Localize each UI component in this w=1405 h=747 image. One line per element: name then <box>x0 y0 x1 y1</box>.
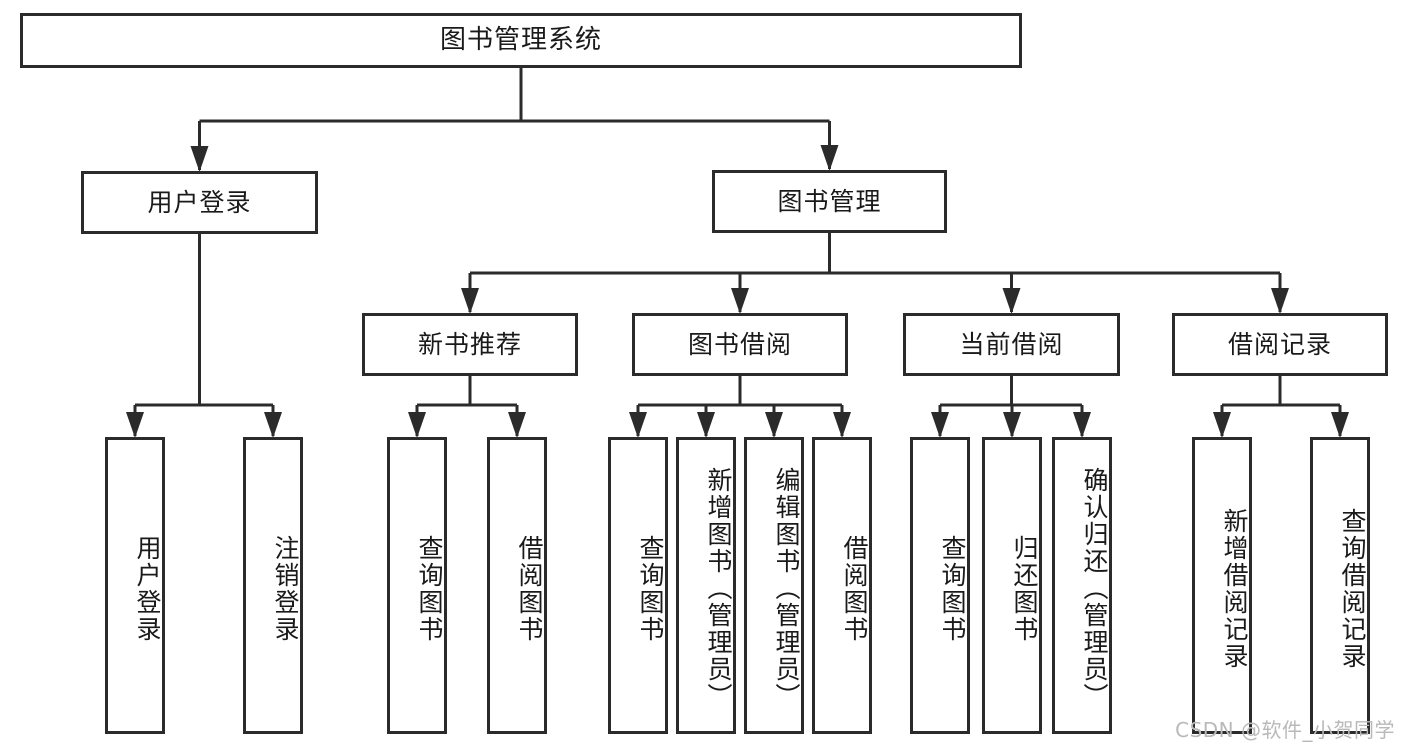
csdn-watermark: CSDN @软件_小贺同学 <box>1175 718 1395 742</box>
node-leaf-query-record[interactable]: 查询借阅记录 <box>1310 437 1370 734</box>
node-leaf-add-record[interactable]: 新增借阅记录 <box>1192 437 1252 734</box>
node-label: 借阅记录 <box>1227 329 1332 359</box>
node-leaf-query-book-3[interactable]: 查询图书 <box>910 437 970 734</box>
node-leaf-user-login[interactable]: 用户登录 <box>105 437 165 734</box>
node-label: 查询图书 <box>636 534 665 643</box>
node-user-login[interactable]: 用户登录 <box>81 171 318 234</box>
node-label: 查询借阅记录 <box>1338 507 1367 670</box>
node-new-book-rec[interactable]: 新书推荐 <box>362 313 578 376</box>
node-leaf-confirm-return[interactable]: 确认归还（管理员） <box>1052 437 1112 734</box>
node-root[interactable]: 图书管理系统 <box>20 13 1022 68</box>
node-label: 用户登录 <box>133 534 162 643</box>
node-leaf-return-book[interactable]: 归还图书 <box>982 437 1042 734</box>
node-label: 编辑图书（管理员） <box>772 467 801 710</box>
node-label: 新增借阅记录 <box>1220 507 1249 670</box>
node-label: 新增图书（管理员） <box>704 467 733 710</box>
node-leaf-logout[interactable]: 注销登录 <box>243 437 303 734</box>
node-label: 图书借阅 <box>687 329 792 359</box>
node-label: 确认归还（管理员） <box>1080 467 1109 710</box>
node-book-manage[interactable]: 图书管理 <box>712 170 947 233</box>
node-current-borrow[interactable]: 当前借阅 <box>903 313 1120 376</box>
node-label: 图书管理 <box>777 186 882 216</box>
node-label: 归还图书 <box>1010 534 1039 643</box>
node-label: 查询图书 <box>415 534 444 643</box>
node-leaf-borrow-book-2[interactable]: 借阅图书 <box>812 437 872 734</box>
node-label: 当前借阅 <box>959 329 1064 359</box>
node-leaf-query-book-2[interactable]: 查询图书 <box>608 437 668 734</box>
node-label: 图书管理系统 <box>439 25 602 56</box>
node-borrow-record[interactable]: 借阅记录 <box>1172 313 1388 376</box>
node-book-borrow[interactable]: 图书借阅 <box>632 313 848 376</box>
node-label: 借阅图书 <box>515 534 544 643</box>
node-label: 新书推荐 <box>417 329 522 359</box>
node-leaf-borrow-book-1[interactable]: 借阅图书 <box>487 437 547 734</box>
node-leaf-query-book-1[interactable]: 查询图书 <box>387 437 447 734</box>
node-leaf-add-book[interactable]: 新增图书（管理员） <box>676 437 736 734</box>
node-label: 用户登录 <box>147 187 252 217</box>
node-leaf-edit-book[interactable]: 编辑图书（管理员） <box>744 437 804 734</box>
node-label: 注销登录 <box>271 534 300 643</box>
node-label: 查询图书 <box>938 534 967 643</box>
node-label: 借阅图书 <box>840 534 869 643</box>
